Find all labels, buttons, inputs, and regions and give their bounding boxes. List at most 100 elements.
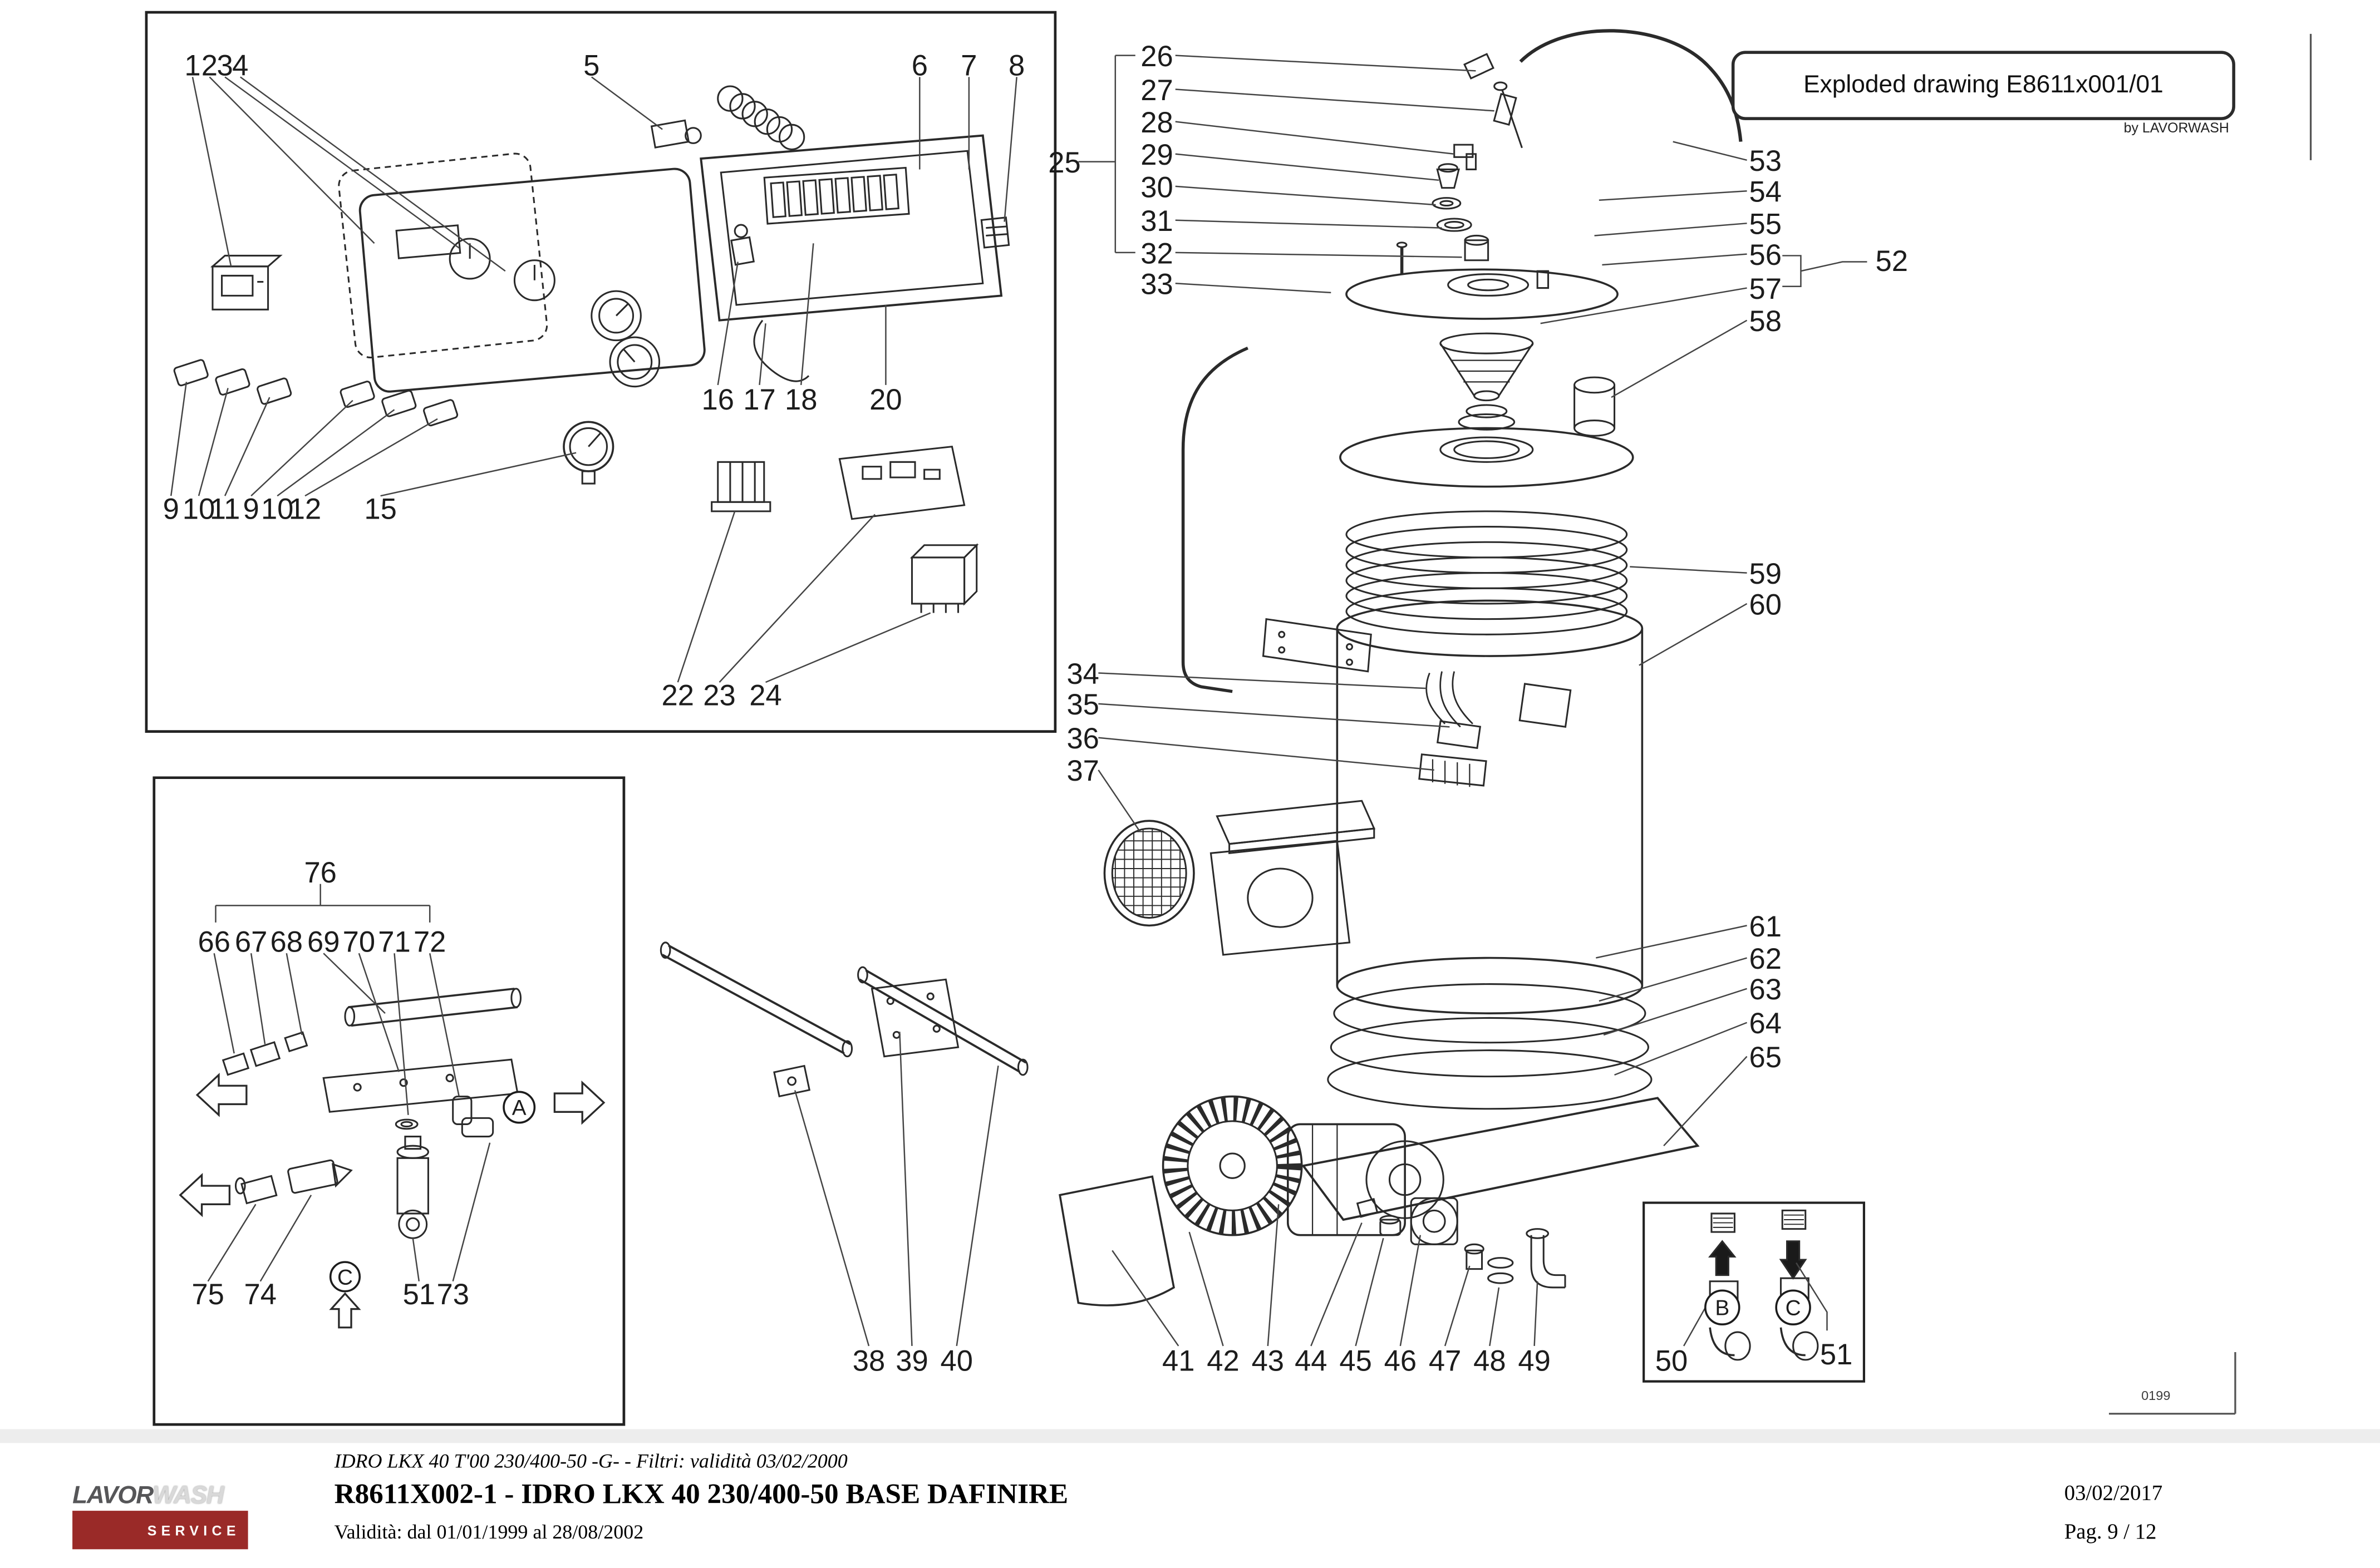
arrow-up-icon bbox=[1710, 1241, 1734, 1275]
marker-letter: C bbox=[337, 1265, 353, 1289]
callout-label: 11 bbox=[210, 493, 240, 526]
callout-label: 37 bbox=[1066, 755, 1099, 787]
callout-label: 9 bbox=[163, 493, 179, 526]
callout-label: 15 bbox=[364, 493, 396, 526]
callout-label: 45 bbox=[1339, 1344, 1371, 1377]
callout-label: 9 bbox=[243, 493, 259, 526]
callout-label: 57 bbox=[1749, 273, 1782, 305]
callout-label: 6 bbox=[912, 50, 928, 82]
callout-label: 71 bbox=[378, 925, 410, 958]
footer-date-page: 03/02/2017 Pag. 9 / 12 bbox=[2064, 1475, 2327, 1552]
callout-label: 17 bbox=[743, 383, 775, 416]
marker-letter: A bbox=[512, 1096, 527, 1120]
callout-label: 51 bbox=[1820, 1338, 1852, 1371]
arrow-left-icon bbox=[180, 1175, 230, 1215]
callout-label: 1 bbox=[184, 50, 200, 82]
callout-label: 28 bbox=[1140, 106, 1173, 139]
callout-label: 58 bbox=[1749, 305, 1782, 338]
title-box: Exploded drawing E8611x001/01 bbox=[1731, 51, 2235, 120]
callout-label: 62 bbox=[1749, 943, 1782, 975]
callout-label: 38 bbox=[853, 1344, 885, 1377]
callout-label: 59 bbox=[1749, 558, 1782, 590]
footer-text-block: IDRO LKX 40 T'00 230/400-50 -G- - Filtri… bbox=[335, 1449, 1721, 1545]
callout-label: 39 bbox=[896, 1344, 928, 1377]
callout-label: 47 bbox=[1429, 1344, 1461, 1377]
arrow-right-icon bbox=[554, 1083, 604, 1123]
hose-inset-parts bbox=[1710, 1210, 1818, 1359]
title-box-label: Exploded drawing E8611x001/01 bbox=[1803, 71, 2163, 98]
callout-label: 12 bbox=[289, 493, 321, 526]
callout-label: 10 bbox=[183, 493, 215, 526]
callout-label: 40 bbox=[940, 1344, 972, 1377]
callout-label: 53 bbox=[1749, 145, 1782, 177]
callout-label: 68 bbox=[271, 925, 303, 958]
callout-label: 20 bbox=[869, 383, 902, 416]
callout-label: 16 bbox=[702, 383, 734, 416]
marker-circle bbox=[504, 1092, 534, 1122]
callout-label: 7 bbox=[961, 50, 977, 82]
callout-label: 69 bbox=[307, 925, 340, 958]
callout-label: 66 bbox=[198, 925, 230, 958]
callout-label: 27 bbox=[1140, 74, 1173, 107]
logo-part-wash: WASH bbox=[153, 1483, 224, 1510]
callout-label: 4 bbox=[232, 50, 248, 82]
callout-label: 72 bbox=[414, 925, 446, 958]
footer-page: Pag. 9 / 12 bbox=[2064, 1521, 2157, 1545]
callout-label: 10 bbox=[261, 493, 293, 526]
callout-label: 33 bbox=[1140, 268, 1173, 301]
callout-label: 5 bbox=[583, 50, 599, 82]
callout-label: 29 bbox=[1140, 139, 1173, 171]
leader-lines bbox=[171, 56, 1867, 1346]
callout-label: 31 bbox=[1140, 205, 1173, 238]
callout-label: 22 bbox=[662, 679, 694, 712]
callout-label: 24 bbox=[749, 679, 781, 712]
control-panel-inset-frame bbox=[146, 12, 1055, 732]
callout-label: 34 bbox=[1066, 658, 1099, 691]
callout-label: 2 bbox=[201, 50, 218, 82]
marker-letter: C bbox=[1786, 1296, 1801, 1320]
callout-label: 48 bbox=[1473, 1344, 1506, 1377]
marker-circle bbox=[1776, 1290, 1810, 1324]
callout-label: 65 bbox=[1749, 1041, 1782, 1074]
byline: by LAVORWASH bbox=[2123, 120, 2229, 136]
callout-label: 36 bbox=[1066, 722, 1099, 755]
callout-label: 8 bbox=[1009, 50, 1025, 82]
callout-label: 18 bbox=[785, 383, 817, 416]
separator-band bbox=[0, 1429, 2380, 1443]
callout-label: 63 bbox=[1749, 973, 1782, 1006]
callout-label: 73 bbox=[436, 1278, 469, 1311]
footer-validity-line: Validità: dal 01/01/1999 al 28/08/2002 bbox=[334, 1520, 644, 1544]
arrow-left-icon bbox=[197, 1075, 247, 1115]
marker-circle bbox=[331, 1262, 360, 1291]
logo-service-label: SERVICE bbox=[147, 1522, 240, 1538]
callout-label: 26 bbox=[1140, 40, 1173, 73]
callout-label: 46 bbox=[1384, 1344, 1417, 1377]
callout-label: 41 bbox=[1162, 1344, 1194, 1377]
callout-label: 76 bbox=[304, 856, 336, 889]
sheet-corner-lines bbox=[2109, 34, 2311, 1414]
footer-title-line: R8611X002-1 - IDRO LKX 40 230/400-50 BAS… bbox=[334, 1480, 1069, 1511]
fittings-inset-frame bbox=[154, 778, 624, 1424]
control-panel-parts bbox=[174, 86, 1009, 613]
callout-label: 55 bbox=[1749, 208, 1782, 241]
callout-label: 52 bbox=[1875, 245, 1907, 278]
callout-label: 43 bbox=[1252, 1344, 1284, 1377]
marker-circle bbox=[1705, 1290, 1739, 1324]
logo-wordmark: LAVORWASH bbox=[72, 1483, 253, 1509]
logo-part-lavor: LAVOR bbox=[72, 1483, 153, 1510]
callout-label: 70 bbox=[343, 925, 375, 958]
callout-label: 60 bbox=[1749, 588, 1782, 621]
footer-model-line: IDRO LKX 40 T'00 230/400-50 -G- - Filtri… bbox=[334, 1449, 848, 1472]
callout-label: 44 bbox=[1295, 1344, 1327, 1377]
callout-label: 42 bbox=[1207, 1344, 1239, 1377]
marker-letter: B bbox=[1715, 1296, 1729, 1320]
callout-label: 25 bbox=[1048, 146, 1080, 179]
callout-label: 75 bbox=[191, 1278, 224, 1311]
boiler-assembly bbox=[661, 31, 1740, 1305]
marker-layer: A B C C bbox=[331, 1092, 1810, 1324]
callout-label: 67 bbox=[235, 925, 267, 958]
callout-label: 56 bbox=[1749, 239, 1782, 272]
callout-label: 49 bbox=[1518, 1344, 1550, 1377]
